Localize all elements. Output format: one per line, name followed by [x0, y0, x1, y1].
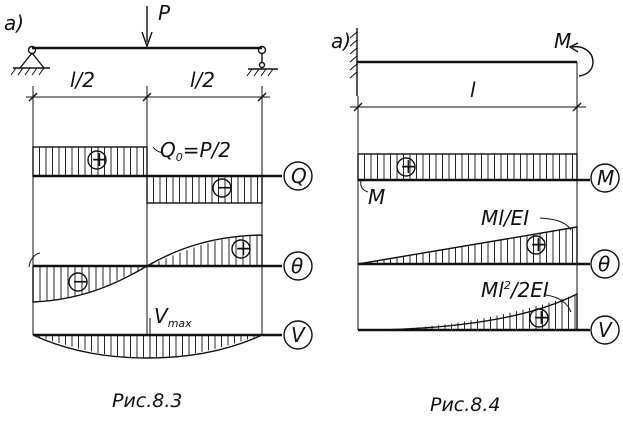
deflection-value-superscript: 2 [504, 279, 511, 292]
left-view-label: a) [4, 11, 24, 35]
shear-value-prefix: Q [160, 138, 176, 162]
moment-diagram [357, 153, 590, 193]
shear-minus-sign: − [216, 175, 233, 199]
applied-moment-arrow [568, 42, 594, 77]
shear-value-suffix: =P/2 [183, 138, 231, 162]
right-figure: a) M l + M [331, 28, 620, 416]
rotation-diagram-label: θ [291, 254, 303, 278]
deflection-diagram-tag-right [590, 315, 620, 345]
shear-plus-sign: + [91, 147, 108, 171]
deflection-plus-sign-right: + [533, 305, 550, 329]
right-view-label: a) [331, 29, 351, 53]
left-figure: a) P l [4, 1, 313, 412]
svg-text:Q0=P/2: Q0=P/2 [160, 138, 231, 164]
rotation-plus-sign: + [235, 236, 252, 260]
span-label: l [470, 78, 476, 102]
moment-diagram-tag [590, 163, 620, 193]
moment-plus-sign: + [400, 154, 417, 178]
right-roller-support [246, 45, 278, 77]
right-caption: Рис.8.4 [430, 394, 501, 416]
span-dimension [26, 86, 270, 335]
rotation-diagram [28, 234, 282, 303]
rotation-minus-sign: − [72, 269, 89, 293]
span-left-label: l/2 [70, 68, 95, 92]
deflection-value-suffix: /2EI [509, 278, 549, 302]
rotation-diagram-tag [283, 251, 313, 281]
left-pin-support [10, 45, 50, 76]
load-label-p: P [158, 1, 171, 25]
deflection-diagram [32, 318, 282, 359]
span-right-label: l/2 [190, 68, 215, 92]
rotation-diagram-label-right: θ [598, 252, 610, 276]
moment-value-label: M [368, 185, 385, 209]
shear-diagram [32, 146, 282, 204]
deflection-diagram-label: V [291, 323, 306, 347]
rotation-plus-sign-right: + [530, 232, 547, 256]
left-caption: Рис.8.3 [112, 390, 183, 412]
load-arrow-p [141, 6, 153, 49]
shear-diagram-tag [283, 161, 313, 191]
deflection-diagram-label-right: V [598, 318, 613, 342]
rotation-value-label: Ml/EI [481, 206, 529, 230]
deflection-value-label: Ml2/2EI [481, 278, 549, 302]
rotation-diagram-right [357, 217, 590, 266]
deflection-max-main: V [154, 304, 169, 328]
shear-value-subscript: 0 [176, 151, 183, 164]
deflection-value-prefix: Ml [481, 278, 504, 302]
deflection-max-label: Vmax [154, 304, 192, 330]
deflection-max-subscript: max [168, 317, 192, 330]
span-dimension-right [350, 62, 586, 330]
moment-load-label: M [554, 29, 571, 53]
rotation-diagram-tag-right [590, 249, 620, 279]
deflection-diagram-right [358, 292, 590, 332]
shear-diagram-label: Q [291, 164, 307, 188]
shear-value-label: Q0=P/2 [152, 138, 231, 164]
moment-diagram-label: M [597, 166, 614, 190]
deflection-diagram-tag [283, 320, 313, 350]
